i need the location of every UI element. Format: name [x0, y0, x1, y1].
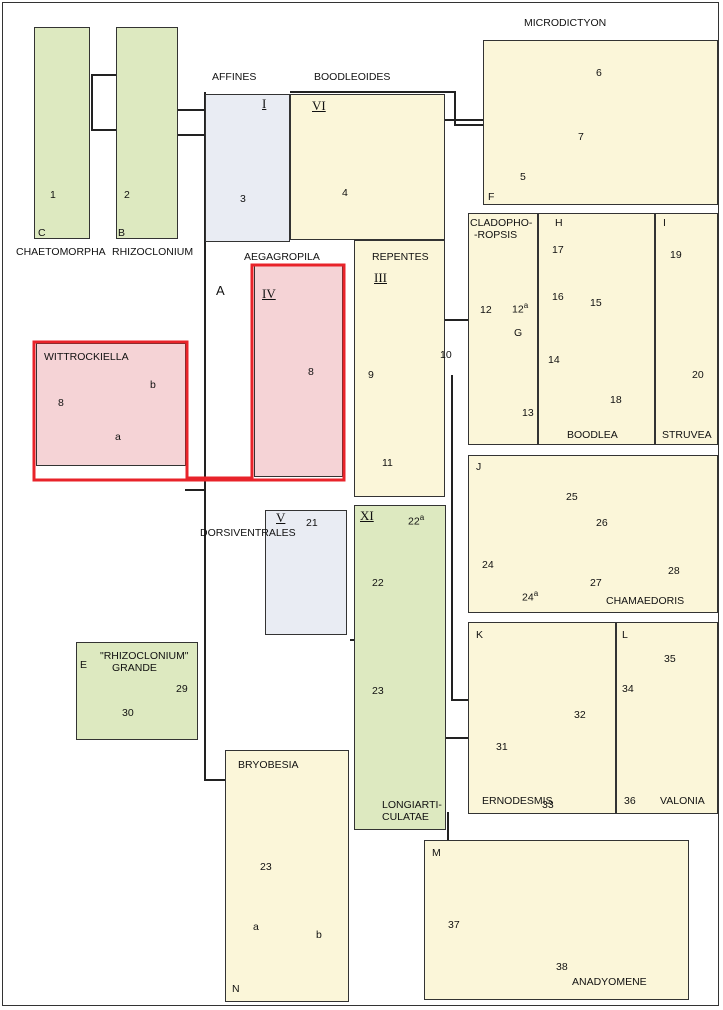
- letter-n: N: [232, 984, 240, 995]
- section-iii-marker: III: [374, 272, 387, 283]
- boodleoides-label: BOODLEOIDES: [314, 72, 390, 83]
- cladophoropsis-label-2: -ROPSIS: [474, 230, 517, 241]
- chamaedoris-label: CHAMAEDORIS: [606, 596, 684, 607]
- letter-k: K: [476, 630, 483, 641]
- figure-number: 3: [240, 194, 246, 205]
- figure-number: 23: [260, 862, 272, 873]
- letter-f: F: [488, 192, 494, 203]
- figure-number: 2: [124, 190, 130, 201]
- rhizoclonium-grande-label-2: GRANDE: [112, 663, 157, 674]
- bryobesia-label: BRYOBESIA: [238, 760, 299, 771]
- affines-label: AFFINES: [212, 72, 256, 83]
- figure-number: 18: [610, 395, 622, 406]
- letter-l: L: [622, 630, 628, 641]
- longiarticulatae-panel: [354, 505, 446, 830]
- figure-number: 37: [448, 920, 460, 931]
- dorsiventrales-label: DORSIVENTRALES: [200, 528, 296, 539]
- rhizoclonium-label: RHIZOCLONIUM: [112, 247, 193, 258]
- figure-number: 11: [382, 458, 393, 469]
- letter-i: I: [663, 218, 666, 229]
- figure-number: 7: [578, 132, 584, 143]
- figure-number: 19: [670, 250, 682, 261]
- longiarticulatae-label-2: CULATAE: [382, 812, 429, 823]
- figure-number: 36: [624, 796, 636, 807]
- figure-number: 10: [440, 350, 452, 361]
- figure-number: 16: [552, 292, 564, 303]
- figure-number: 24: [482, 560, 494, 571]
- figure-number: 9: [368, 370, 374, 381]
- ernodesmis-panel: [468, 622, 616, 814]
- figure-number: 20: [692, 370, 704, 381]
- figure-number: 12a: [512, 300, 528, 316]
- section-iv-marker: IV: [262, 288, 276, 299]
- rhizoclonium-grande-label-1: "RHIZOCLONIUM": [100, 651, 189, 662]
- section-xi-marker: XI: [360, 510, 374, 521]
- figure-number: 15: [590, 298, 602, 309]
- chamaedoris-panel: [468, 455, 718, 613]
- boodlea-label: BOODLEA: [567, 430, 618, 441]
- figure-number: 8: [308, 367, 314, 378]
- figure-number: 32: [574, 710, 586, 721]
- letter-g: G: [514, 328, 522, 339]
- figure-number: 22a: [408, 512, 424, 528]
- letter-e: E: [80, 660, 87, 671]
- microdictyon-label: MICRODICTYON: [524, 18, 606, 29]
- subfigure-label: b: [316, 930, 322, 941]
- figure-number: 1: [50, 190, 56, 201]
- microdictyon-panel: [483, 40, 718, 205]
- figure-number: 8: [58, 398, 64, 409]
- repentes-label: REPENTES: [372, 252, 429, 263]
- figure-number: 34: [622, 684, 634, 695]
- figure-number: 13: [522, 408, 534, 419]
- section-vi-marker: VI: [312, 100, 326, 111]
- wittrockiella-label: WITTROCKIELLA: [44, 352, 129, 363]
- figure-number: 28: [668, 566, 680, 577]
- figure-number: 33: [542, 800, 554, 811]
- figure-number: 21: [306, 518, 318, 529]
- figure-number: 4: [342, 188, 348, 199]
- figure-number: 5: [520, 172, 526, 183]
- letter-j: J: [476, 462, 481, 473]
- boodleoides-panel: [290, 94, 445, 240]
- section-v-marker: V: [276, 512, 285, 523]
- anadyomene-label: ANADYOMENE: [572, 977, 647, 988]
- aegagropila-label: AEGAGROPILA: [244, 252, 320, 263]
- figure-number: 30: [122, 708, 134, 719]
- figure-number: 22: [372, 578, 384, 589]
- letter-c: C: [38, 228, 46, 239]
- affines-panel: [205, 94, 290, 242]
- figure-number: 12: [480, 305, 492, 316]
- figure-number: 35: [664, 654, 676, 665]
- figure-number: 23: [372, 686, 384, 697]
- figure-number: 38: [556, 962, 568, 973]
- chaetomorpha-panel: [34, 27, 90, 239]
- figure-number: 25: [566, 492, 578, 503]
- figure-number: 14: [548, 355, 560, 366]
- subfigure-label: a: [115, 432, 121, 443]
- letter-m: M: [432, 848, 441, 859]
- longiarticulatae-label-1: LONGIARTI-: [382, 800, 442, 811]
- bryobesia-panel: [225, 750, 349, 1002]
- letter-a: A: [216, 285, 225, 296]
- figure-number: 29: [176, 684, 188, 695]
- figure-number: 31: [496, 742, 508, 753]
- struvea-label: STRUVEA: [662, 430, 712, 441]
- rhizoclonium-panel: [116, 27, 178, 239]
- struvea-panel: [655, 213, 718, 445]
- valonia-label: VALONIA: [660, 796, 705, 807]
- letter-b: B: [118, 228, 125, 239]
- subfigure-label: b: [150, 380, 156, 391]
- figure-number: 6: [596, 68, 602, 79]
- subfigure-label: a: [253, 922, 259, 933]
- figure-number: 27: [590, 578, 602, 589]
- valonia-panel: [616, 622, 718, 814]
- cladophoropsis-label-1: CLADOPHO-: [470, 218, 532, 229]
- figure-number: 26: [596, 518, 608, 529]
- anadyomene-panel: [424, 840, 689, 1000]
- chaetomorpha-label: CHAETOMORPHA: [16, 247, 106, 258]
- section-i-marker: I: [262, 98, 266, 109]
- figure-number: 17: [552, 245, 564, 256]
- figure-number: 24a: [522, 588, 538, 604]
- letter-h: H: [555, 218, 563, 229]
